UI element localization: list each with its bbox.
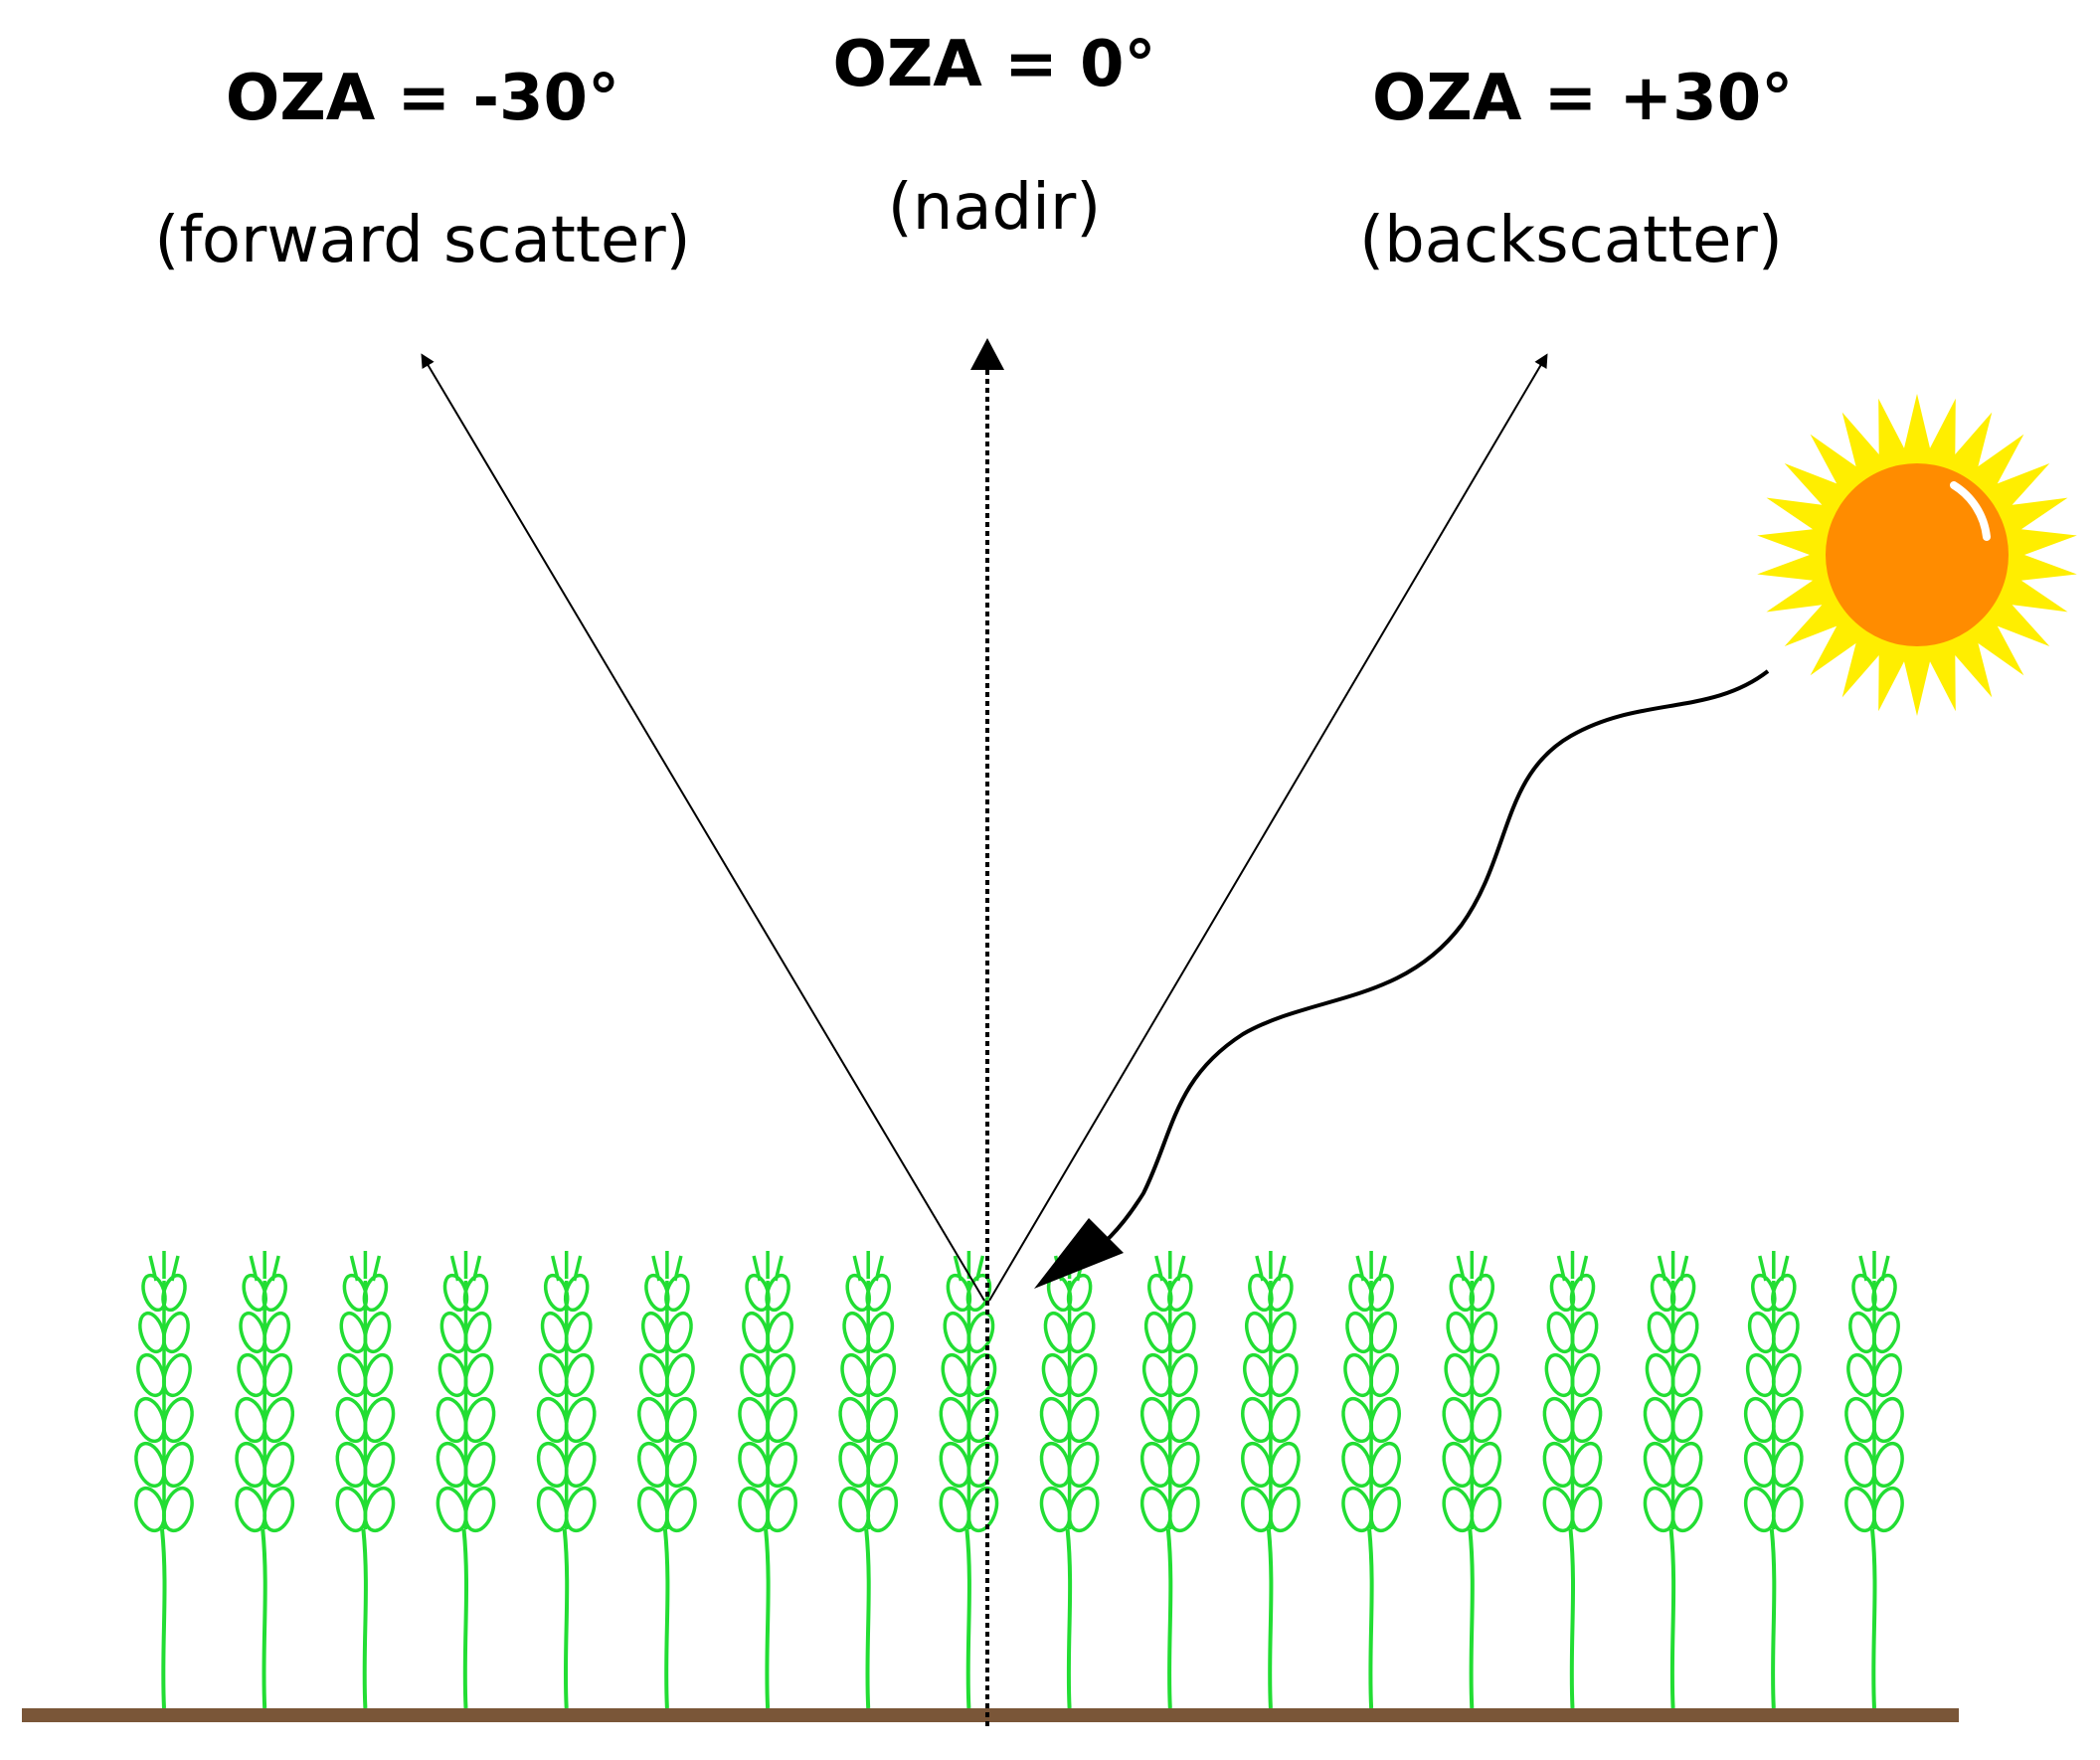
view-title-left: OZA = -30° <box>225 62 620 135</box>
wheat-plant-icon <box>1335 1249 1407 1710</box>
view-title-center: OZA = 0° <box>832 28 1156 101</box>
wheat-plant-icon <box>230 1249 300 1710</box>
wheat-plant-icon <box>1034 1249 1105 1710</box>
wheat-plant-icon <box>631 1249 703 1710</box>
view-subtitle-right: (backscatter) <box>1359 204 1783 277</box>
wheat-plant-icon <box>431 1249 501 1710</box>
ground-line <box>22 1708 1959 1722</box>
wheat-plant-icon <box>1135 1249 1205 1710</box>
wheat-plant-icon <box>128 1249 200 1710</box>
wheat-plant-icon <box>833 1249 904 1710</box>
view-subtitle-left: (forward scatter) <box>154 204 691 277</box>
nadir-arrowhead <box>970 338 1004 370</box>
view-title-right: OZA = +30° <box>1372 62 1794 135</box>
wheat-plant-icon <box>732 1249 803 1710</box>
view-line-forward-scatter <box>421 353 985 1302</box>
incident-light-arrowhead <box>1034 1218 1124 1289</box>
wheat-plant-icon <box>531 1249 602 1710</box>
wheat-plant-icon <box>330 1249 401 1710</box>
view-subtitle-center: (nadir) <box>887 171 1102 245</box>
wheat-plant-icon <box>1738 1249 1809 1710</box>
incident-light-arrow <box>1087 669 1770 1257</box>
wheat-plant-icon <box>1235 1249 1307 1710</box>
view-line-backscatter <box>988 353 1548 1302</box>
wheat-plant-icon <box>1638 1249 1708 1710</box>
sun-icon <box>1757 394 2077 716</box>
wheat-plant-icon <box>1537 1249 1608 1710</box>
wheat-plant-icon <box>934 1249 1004 1710</box>
wheat-plant-icon <box>1838 1249 1910 1710</box>
wheat-plant-icon <box>1437 1249 1507 1710</box>
wheat-row <box>128 1249 1910 1710</box>
